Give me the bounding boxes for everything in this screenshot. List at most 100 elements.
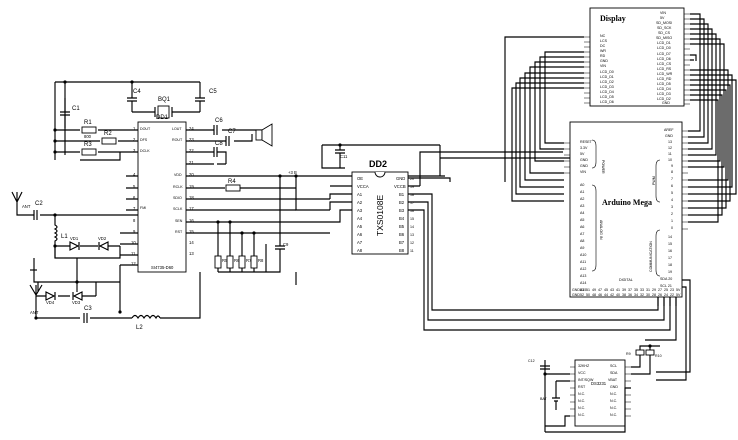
- svg-text:35: 35: [634, 288, 638, 292]
- svg-text:A13: A13: [580, 274, 586, 278]
- svg-text:34: 34: [634, 293, 638, 297]
- mega-bottom-pins-row1: GND 53 51 49 47 45 43 41 39 37 35 33 31 …: [572, 288, 681, 292]
- svg-text:NC: NC: [600, 34, 606, 38]
- dd2-chip: [351, 171, 409, 255]
- svg-text:WR: WR: [600, 49, 606, 53]
- display-right-pins: VIN 5V SD_MOSI SD_SCK SD_CS SD_MISO LCD_…: [656, 11, 673, 105]
- svg-text:18: 18: [189, 195, 194, 200]
- svg-text:OE: OE: [357, 176, 363, 181]
- svg-text:5: 5: [133, 184, 136, 189]
- svg-text:4: 4: [133, 172, 136, 177]
- dd1-pin-dclk: DCLK: [140, 149, 150, 153]
- svg-text:A9: A9: [580, 246, 584, 250]
- svg-text:LCD_D2: LCD_D2: [600, 80, 614, 84]
- svg-text:A8: A8: [580, 239, 584, 243]
- svg-text:VDD: VDD: [174, 173, 182, 177]
- svg-text:LCD_D4: LCD_D4: [600, 90, 614, 94]
- svg-text:24: 24: [189, 126, 194, 131]
- c2-label: C2: [35, 201, 43, 207]
- svg-text:12: 12: [131, 261, 136, 266]
- svg-text:B5: B5: [399, 224, 405, 229]
- dd2-right-numbers: 20 19 18 17 16 15 14 13 12 11: [410, 177, 414, 253]
- mega-comm-pins: 14 15 16 17 18 19 SDA 20 SCL 21: [660, 235, 672, 288]
- ant2-label: ANT: [30, 310, 39, 315]
- display-module: [589, 7, 685, 107]
- svg-text:INT/SQW: INT/SQW: [578, 378, 594, 382]
- svg-text:17: 17: [668, 256, 672, 260]
- mega-power-label: POWER: [601, 160, 605, 174]
- svg-text:RST: RST: [175, 230, 183, 234]
- svg-text:4: 4: [671, 198, 673, 202]
- svg-text:24: 24: [664, 293, 668, 297]
- svg-text:14: 14: [189, 240, 194, 245]
- svg-text:GND: GND: [665, 134, 673, 138]
- svg-text:5: 5: [671, 191, 673, 195]
- svg-text:LCD_D5: LCD_D5: [600, 95, 614, 99]
- svg-text:RESET: RESET: [580, 140, 593, 144]
- svg-text:17: 17: [189, 206, 194, 211]
- svg-text:5V: 5V: [580, 152, 585, 156]
- ant1-label: ANT: [22, 204, 31, 209]
- mega-analog-pins: A0 A1 A2 A3 A4 A5 A6 A7 A8 A9 A10 A11 A1…: [580, 183, 586, 292]
- display-title: Display: [600, 14, 626, 23]
- c3-label: C3: [84, 306, 92, 312]
- ds3231-right-pins: SCL SDA VBAT GND N.C. N.C. N.C. N.C.: [608, 364, 618, 417]
- svg-text:GND: GND: [610, 385, 618, 389]
- c12-label: C12: [528, 359, 535, 363]
- c11-label: C11: [340, 154, 348, 159]
- dd1-ref: DD1: [156, 115, 169, 121]
- svg-text:B2: B2: [399, 200, 405, 205]
- svg-text:N.C.: N.C.: [578, 392, 585, 396]
- svg-text:LCD_D4: LCD_D4: [657, 87, 671, 91]
- svg-text:3: 3: [671, 205, 673, 209]
- svg-text:LCD_D3: LCD_D3: [657, 92, 671, 96]
- svg-text:LCD_D1: LCD_D1: [600, 75, 614, 79]
- display-section: Display NC LCS DC WR RD GND VIN LCD_D0 L…: [584, 7, 690, 107]
- svg-text:47: 47: [598, 288, 602, 292]
- svg-text:LCD_D3: LCD_D3: [600, 85, 614, 89]
- svg-text:15: 15: [410, 217, 414, 221]
- svg-text:10: 10: [668, 158, 672, 162]
- svg-text:N.C.: N.C.: [610, 413, 617, 417]
- svg-text:22: 22: [189, 148, 194, 153]
- svg-text:LCD_D6: LCD_D6: [657, 57, 671, 61]
- svg-text:A15: A15: [580, 288, 586, 292]
- svg-text:RD: RD: [600, 54, 606, 58]
- svg-text:LCD_D0: LCD_D0: [657, 46, 671, 50]
- svg-text:1: 1: [671, 219, 673, 223]
- svg-text:LCD_D2: LCD_D2: [657, 97, 671, 101]
- svg-text:14: 14: [668, 235, 672, 239]
- svg-text:A5: A5: [357, 224, 363, 229]
- svg-text:N.C.: N.C.: [578, 399, 585, 403]
- svg-text:6: 6: [671, 184, 673, 188]
- svg-text:A4: A4: [357, 216, 363, 221]
- svg-text:SCL 21: SCL 21: [660, 284, 672, 288]
- mega-comm-label: COMMUNICATION: [649, 241, 653, 272]
- display-left-pins: NC LCS DC WR RD GND VIN LCD_D0 LCD_D1 LC…: [600, 34, 614, 104]
- mega-bottom-pins-row2: GND 52 50 48 46 44 42 40 38 36 34 32 30 …: [572, 293, 681, 297]
- supply-label: +3 B: [288, 170, 297, 175]
- svg-text:VBAT: VBAT: [608, 378, 618, 382]
- svg-text:17: 17: [410, 201, 414, 205]
- svg-text:23: 23: [670, 288, 674, 292]
- r9-label: R9: [626, 352, 631, 356]
- svg-text:7: 7: [671, 177, 673, 181]
- c9-label: C9: [283, 242, 289, 247]
- svg-text:A3: A3: [357, 208, 363, 213]
- svg-text:44: 44: [604, 293, 608, 297]
- svg-text:14: 14: [410, 225, 414, 229]
- svg-text:5V: 5V: [676, 288, 681, 292]
- txs0108e-section: C11 DD2 TXS0108E OE VCCA A1 A2 A3 A4 A5 …: [321, 144, 570, 331]
- junction-dots: [34, 80, 652, 376]
- svg-text:A2: A2: [580, 197, 584, 201]
- svg-text:9: 9: [133, 229, 136, 234]
- svg-text:SD_MOSI: SD_MOSI: [656, 21, 672, 25]
- r1-value: 800: [84, 134, 92, 139]
- svg-text:13: 13: [189, 251, 194, 256]
- svg-text:39: 39: [622, 288, 626, 292]
- svg-text:B4: B4: [399, 216, 405, 221]
- svg-text:2: 2: [671, 212, 673, 216]
- c7-label: C7: [228, 129, 236, 135]
- svg-text:53: 53: [580, 288, 584, 292]
